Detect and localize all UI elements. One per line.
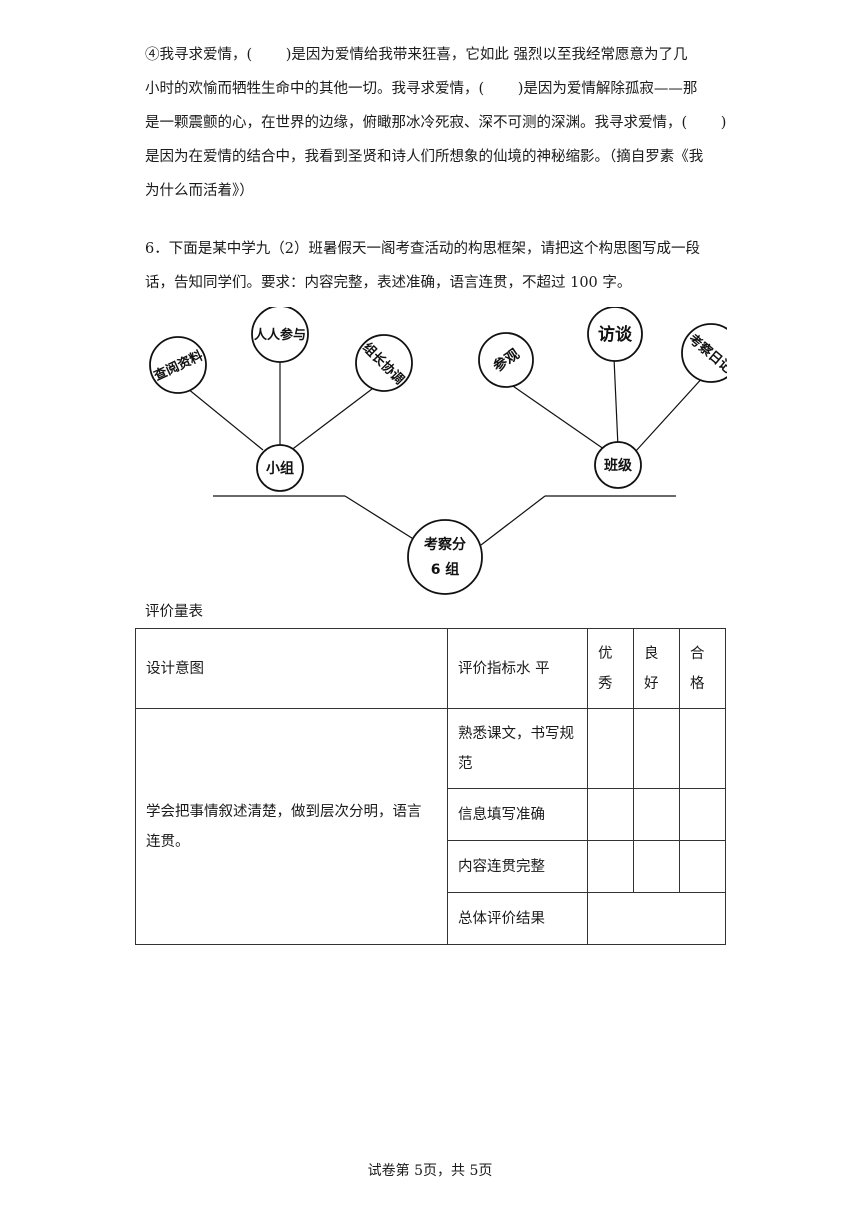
question-6: 6．下面是某中学九（2）班暑假天一阁考查活动的构思框架，请把这个构思图写成一段 … — [145, 232, 725, 300]
page-footer: 试卷第 5页，共 5页 — [367, 1163, 493, 1179]
rubric-caption: 评价量表 — [145, 604, 203, 620]
passage-line: 是一颗震颤的心，在世界的边缘，俯瞰那冰冷死寂、深不可测的深渊。我寻求爱情，( ) — [145, 115, 727, 131]
header-level-good: 良好 — [633, 628, 680, 709]
root-label: 6 组 — [431, 561, 460, 578]
header-level-excellent: 优秀 — [587, 628, 634, 709]
score-cell[interactable] — [587, 788, 634, 841]
criterion-cell: 内容连贯完整 — [447, 840, 588, 893]
score-cell[interactable] — [679, 708, 726, 789]
leaf-node — [355, 334, 413, 392]
design-intent-cell: 学会把事情叙述清楚，做到层次分明，语言连贯。 — [135, 708, 448, 945]
passage-paragraph: ④我寻求爱情，( )是因为爱情给我带来狂喜，它如此 强烈以至我经常愿意为了几 小… — [145, 38, 727, 208]
leaf-node — [587, 307, 643, 362]
leaf-node — [681, 323, 727, 383]
leaf-node — [251, 307, 309, 363]
header-level-pass: 合格 — [679, 628, 726, 709]
score-cell[interactable] — [633, 788, 680, 841]
root-label: 考察分 — [424, 536, 466, 553]
table-row: 学会把事情叙述清楚，做到层次分明，语言连贯。 熟悉课文，书写规范 — [135, 708, 726, 945]
table-row: 内容连贯完整 — [136, 840, 726, 893]
leaf-node — [149, 336, 207, 394]
rubric-table: 设计意图 评价指标水 平 优秀 良好 合格 学会把事情叙述清楚，做到层次分明，语… — [135, 628, 726, 945]
score-cell[interactable] — [587, 708, 634, 789]
question-line: 话，告知同学们。要求：内容完整，表述准确，语言连贯，不超过 100 字。 — [145, 275, 632, 291]
score-cell[interactable] — [679, 788, 726, 841]
passage-line: 小时的欢愉而牺牲生命中的其他一切。我寻求爱情，( )是因为爱情解除孤寂——那 — [145, 81, 698, 97]
branch-node — [256, 444, 304, 492]
leaf-label: 人人参与 — [254, 327, 306, 343]
branch-node — [594, 441, 642, 489]
branch-label: 班级 — [604, 457, 633, 474]
score-cell[interactable] — [633, 708, 680, 789]
table-row: 总体评价结果 — [136, 892, 726, 945]
question-line: 6．下面是某中学九（2）班暑假天一阁考查活动的构思框架，请把这个构思图写成一段 — [145, 241, 700, 257]
criterion-cell: 熟悉课文，书写规范 — [447, 708, 588, 789]
leaf-node — [478, 332, 534, 388]
concept-diagram: 查阅资料 人人参与 组长协调 参观 访谈 考察日记 小组 班级 考察分 6 组 — [149, 307, 727, 595]
header-design-intent: 设计意图 — [135, 628, 448, 709]
table-row: 设计意图 评价指标水 平 优秀 良好 合格 — [135, 628, 726, 709]
root-node — [407, 519, 483, 595]
criterion-cell: 信息填写准确 — [447, 788, 588, 841]
overall-result-cell[interactable] — [587, 892, 726, 945]
branch-label: 小组 — [266, 460, 294, 477]
passage-line: ④我寻求爱情，( )是因为爱情给我带来狂喜，它如此 强烈以至我经常愿意为了几 — [145, 47, 688, 63]
overall-label-cell: 总体评价结果 — [447, 892, 588, 945]
header-indicator: 评价指标水 平 — [447, 628, 588, 709]
score-cell[interactable] — [587, 840, 634, 893]
passage-line: 是因为在爱情的结合中，我看到圣贤和诗人们所想象的仙境的神秘缩影。（摘自罗素《我 — [145, 149, 704, 165]
leaf-label: 访谈 — [598, 324, 633, 345]
score-cell[interactable] — [679, 840, 726, 893]
score-cell[interactable] — [633, 840, 680, 893]
passage-line: 为什么而活着》） — [145, 183, 254, 199]
